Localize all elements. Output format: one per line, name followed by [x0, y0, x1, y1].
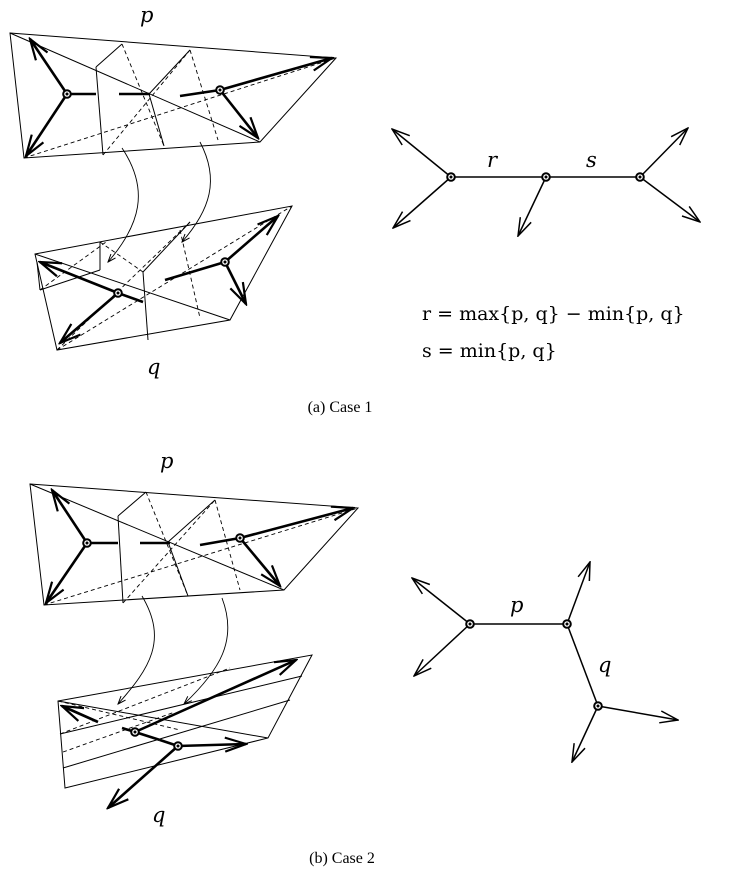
case1-group: p q r s r = max{p, q} − min{p, q} s = mi… [9, 3, 700, 416]
case1-polyhedron-p [9, 32, 338, 159]
case2-tree-label-p: p [510, 593, 523, 617]
case1-tree-label-r: r [487, 148, 499, 172]
case2-caption: (b) Case 2 [309, 850, 375, 867]
case2-tree-label-q: q [598, 653, 611, 677]
case2-skeleton-p [46, 490, 353, 603]
case1-label-q: q [147, 355, 160, 379]
case2-mapping-arrows [118, 595, 229, 704]
case1-label-p: p [140, 3, 153, 27]
case2-label-q: q [152, 803, 165, 827]
case1-mapping-arrows [108, 141, 211, 262]
case2-label-p: p [160, 449, 173, 473]
case1-polyhedron-q [34, 205, 293, 351]
case1-equation-r: r = max{p, q} − min{p, q} [422, 303, 685, 325]
case2-polyhedron-p [29, 483, 360, 606]
case1-skeleton-q [40, 216, 278, 343]
case1-tree [392, 128, 700, 236]
case2-tree [412, 562, 678, 762]
case2-polyhedron-q [57, 654, 313, 789]
case2-skeleton-q [62, 660, 296, 808]
case2-group: p q p q (b) Case 2 [29, 449, 678, 867]
case1-caption: (a) Case 1 [308, 399, 373, 416]
case1-equation-s: s = min{p, q} [422, 340, 557, 362]
case1-skeleton-p [26, 39, 332, 156]
case1-tree-label-s: s [586, 148, 597, 172]
